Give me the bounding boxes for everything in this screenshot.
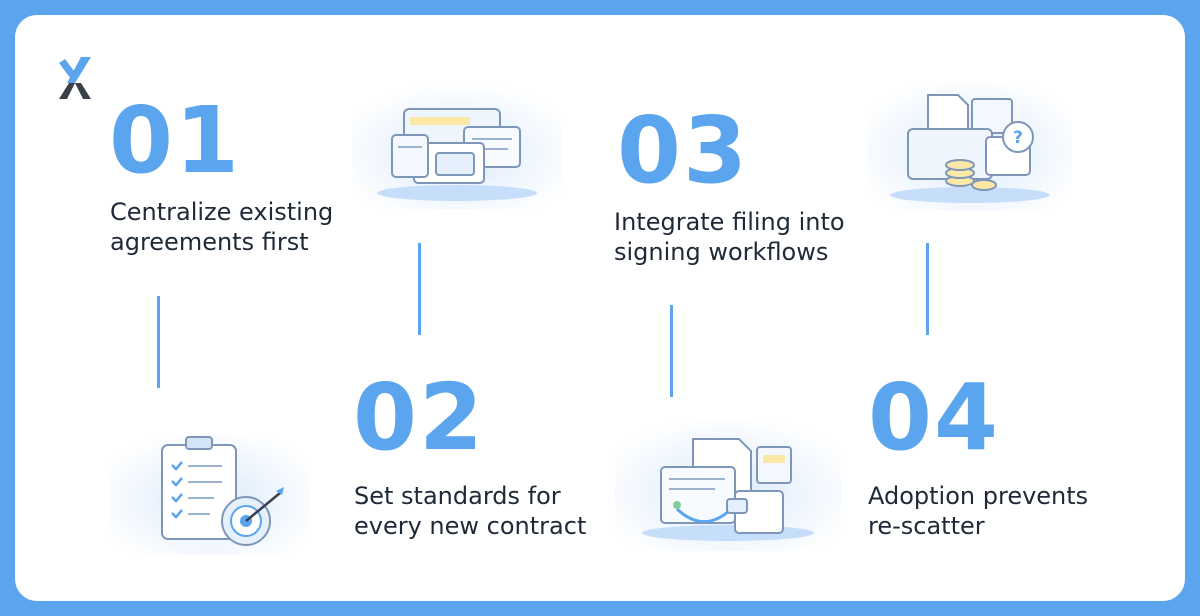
step-3-connector bbox=[670, 305, 673, 397]
folder-stack-icon bbox=[352, 87, 562, 209]
step-4-connector-top bbox=[926, 243, 929, 335]
step-3-label-line-2: signing workflows bbox=[614, 238, 829, 266]
step-4-number: 04 bbox=[868, 364, 1001, 471]
step-1-label-line-2: agreements first bbox=[110, 228, 309, 256]
step-4-label: Adoption prevents re-scatter bbox=[868, 481, 1088, 541]
step-3-label: Integrate filing into signing workflows bbox=[614, 207, 845, 267]
step-1-label-line-1: Centralize existing bbox=[110, 198, 334, 226]
step-2-connector-top bbox=[418, 243, 421, 335]
step-1-number: 01 bbox=[109, 87, 242, 194]
brand-logo-icon bbox=[59, 57, 91, 99]
step-2-label-line-2: every new contract bbox=[354, 512, 587, 540]
step-3-label-line-1: Integrate filing into bbox=[614, 208, 845, 236]
svg-text:?: ? bbox=[1013, 128, 1023, 148]
checklist-target-icon bbox=[110, 433, 310, 555]
step-3-number: 03 bbox=[617, 97, 750, 204]
step-1-connector bbox=[157, 296, 160, 388]
step-4-label-line-1: Adoption prevents bbox=[868, 482, 1089, 510]
files-coins-question-icon: ? bbox=[868, 81, 1072, 211]
step-2-number: 02 bbox=[353, 364, 486, 471]
document-signature-icon bbox=[615, 421, 841, 551]
step-4-label-line-2: re-scatter bbox=[868, 512, 985, 540]
step-1-label: Centralize existing agreements first bbox=[110, 197, 333, 257]
step-2-label: Set standards for every new contract bbox=[354, 481, 586, 541]
infographic-card: 01 Centralize existing agreements first bbox=[15, 15, 1185, 601]
step-2-label-line-1: Set standards for bbox=[354, 482, 561, 510]
